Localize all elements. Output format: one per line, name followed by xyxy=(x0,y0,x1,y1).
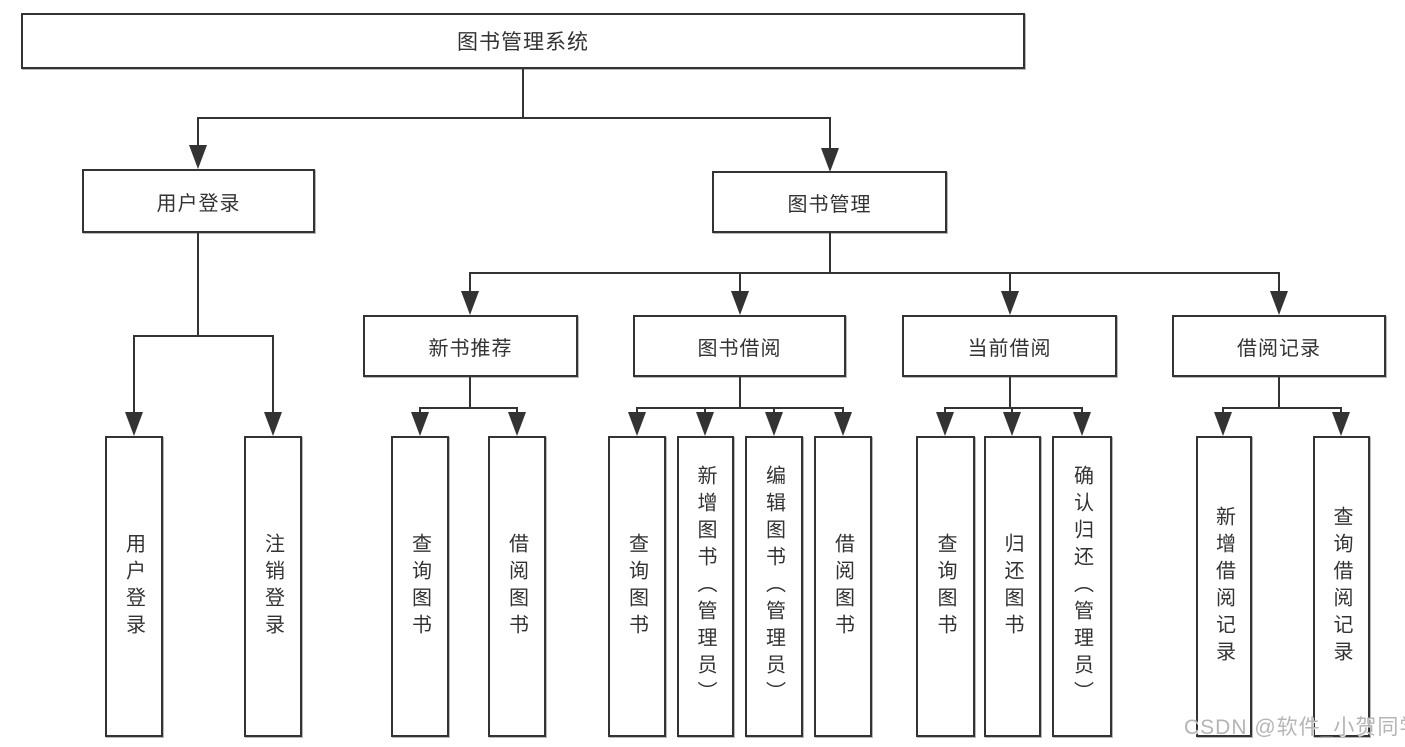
connector-line xyxy=(469,377,471,408)
node-label: 新增借阅记录 xyxy=(1212,505,1235,668)
node-label: 新增图书（管理员） xyxy=(694,465,716,708)
connector-line xyxy=(516,407,518,414)
connector-line xyxy=(419,407,518,409)
node-label: 确认归还（管理员） xyxy=(1070,465,1093,708)
arrow-head-icon xyxy=(264,412,282,436)
connector-line xyxy=(1081,407,1083,414)
arrow-head-icon xyxy=(834,412,852,436)
node-book-management: 图书管理 xyxy=(712,171,947,233)
connector-line xyxy=(1009,272,1011,293)
node-label: 查询图书 xyxy=(934,532,956,641)
leaf-node-edit-books-admin: 编辑图书（管理员） xyxy=(745,436,803,737)
node-label: 图书管理 xyxy=(787,193,872,216)
arrow-head-icon xyxy=(696,412,714,436)
leaf-node-return-books: 归还图书 xyxy=(984,436,1041,737)
connector-line xyxy=(197,233,199,336)
arrow-head-icon xyxy=(461,291,479,315)
leaf-node-borrow-books: 借阅图书 xyxy=(488,436,546,737)
connector-line xyxy=(1340,407,1342,414)
leaf-node-logout: 注销登录 xyxy=(244,436,302,737)
node-label: 图书借阅 xyxy=(697,337,782,360)
connector-line xyxy=(739,377,741,408)
arrow-head-icon xyxy=(125,412,143,436)
arrow-head-icon xyxy=(936,412,954,436)
node-label: 借阅图书 xyxy=(831,532,854,641)
connector-line xyxy=(829,233,831,273)
arrow-head-icon xyxy=(1270,291,1288,315)
connector-line xyxy=(197,117,831,119)
node-label: 借阅记录 xyxy=(1237,337,1321,360)
connector-line xyxy=(419,407,421,414)
arrow-head-icon xyxy=(1001,291,1019,315)
leaf-node-query-books: 查询图书 xyxy=(391,436,449,737)
arrow-head-icon xyxy=(821,148,839,172)
connector-line xyxy=(704,407,706,414)
connector-line xyxy=(469,272,471,293)
connector-line xyxy=(1278,377,1280,408)
arrow-head-icon xyxy=(765,412,783,436)
arrow-head-icon xyxy=(1003,412,1021,436)
csdn-watermark: CSDN @软件_小贺同学 xyxy=(1184,716,1405,739)
connector-line xyxy=(829,117,831,150)
connector-line xyxy=(1222,407,1224,414)
node-label: 注销登录 xyxy=(261,532,284,641)
node-borrow-record: 借阅记录 xyxy=(1172,315,1386,377)
node-label: 用户登录 xyxy=(122,532,145,641)
connector-line xyxy=(842,407,844,414)
arrow-head-icon xyxy=(1073,412,1091,436)
node-label: 查询图书 xyxy=(408,532,431,641)
node-label: 查询图书 xyxy=(625,532,648,641)
arrow-head-icon xyxy=(508,412,526,436)
connector-line xyxy=(944,407,1083,409)
node-label: 用户登录 xyxy=(156,192,241,215)
leaf-node-query-borrow-record: 查询借阅记录 xyxy=(1313,436,1370,737)
node-book-borrow: 图书借阅 xyxy=(633,315,846,377)
node-label: 新书推荐 xyxy=(428,337,513,360)
leaf-node-confirm-return-admin: 确认归还（管理员） xyxy=(1052,436,1112,737)
connector-line xyxy=(636,407,844,409)
node-user-login: 用户登录 xyxy=(82,169,315,233)
connector-line xyxy=(636,407,638,414)
node-label: 借阅图书 xyxy=(505,532,528,641)
connector-line xyxy=(1278,272,1280,293)
node-label: 归还图书 xyxy=(1001,532,1023,641)
arrow-head-icon xyxy=(1214,412,1232,436)
leaf-node-query-books: 查询图书 xyxy=(608,436,666,737)
connector-line xyxy=(522,69,524,118)
connector-line xyxy=(1009,377,1011,408)
leaf-node-query-books: 查询图书 xyxy=(916,436,975,737)
arrow-head-icon xyxy=(731,291,749,315)
connector-line xyxy=(272,335,274,414)
node-new-book-recommend: 新书推荐 xyxy=(363,315,578,377)
connector-line xyxy=(944,407,946,414)
arrow-head-icon xyxy=(628,412,646,436)
connector-line xyxy=(133,335,135,414)
connector-line xyxy=(773,407,775,414)
node-label: 图书管理系统 xyxy=(457,31,589,54)
arrow-head-icon xyxy=(411,412,429,436)
arrow-head-icon xyxy=(189,145,207,169)
node-current-borrow: 当前借阅 xyxy=(902,315,1117,377)
arrow-head-icon xyxy=(1332,412,1350,436)
leaf-node-user-login: 用户登录 xyxy=(105,436,163,737)
connector-line xyxy=(1011,407,1013,414)
leaf-node-add-books-admin: 新增图书（管理员） xyxy=(677,436,734,737)
node-label: 当前借阅 xyxy=(967,337,1052,360)
connector-line xyxy=(469,272,1280,274)
node-label: 查询借阅记录 xyxy=(1330,505,1352,668)
leaf-node-borrow-books: 借阅图书 xyxy=(814,436,872,737)
node-library-management-system: 图书管理系统 xyxy=(21,13,1025,69)
connector-line xyxy=(1222,407,1342,409)
connector-line xyxy=(133,335,274,337)
leaf-node-add-borrow-record: 新增借阅记录 xyxy=(1196,436,1252,737)
connector-line xyxy=(739,272,741,293)
connector-line xyxy=(197,117,199,147)
node-label: 编辑图书（管理员） xyxy=(762,465,785,708)
